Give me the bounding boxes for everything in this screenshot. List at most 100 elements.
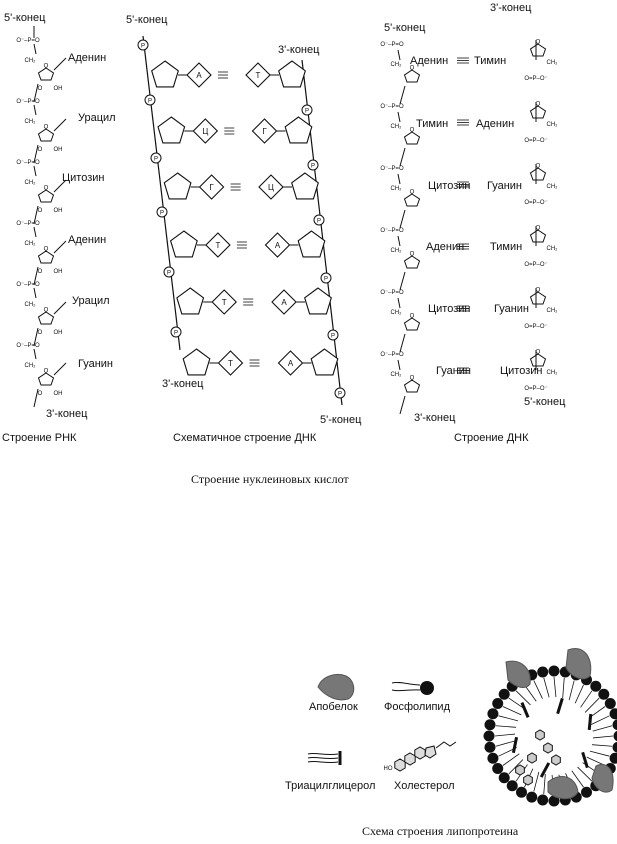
- dna-base-right: Цитозин: [500, 365, 543, 377]
- triacylglycerol-head: [587, 713, 593, 731]
- rna-caption: Строение РНК: [2, 432, 77, 444]
- apoprotein-label: Апобелок: [309, 701, 358, 713]
- hydroxyl-label: HO: [384, 766, 393, 772]
- backbone-line: [33, 144, 39, 164]
- ring-oxygen-label: O: [44, 125, 49, 131]
- ribose-ring: [403, 379, 421, 393]
- phospholipid-tail: [495, 725, 517, 728]
- base-letter: Г: [209, 183, 214, 192]
- ch2-label: CH₂: [391, 248, 403, 254]
- phospholipid-head: [484, 741, 496, 753]
- ch2-label: CH₂: [391, 310, 403, 316]
- sugar-pentagon: [182, 348, 211, 376]
- dna-structure: O⁻–P=OCH₂OOCH₂O=P–O⁻O⁻–P=OCH₂OOCH₂O=P–O⁻…: [380, 40, 558, 415]
- backbone-line: [33, 205, 39, 225]
- sugar-pentagon: [291, 172, 319, 200]
- ring-oxygen-label: O: [536, 350, 541, 356]
- sugar-pentagon: [163, 172, 192, 200]
- rna-base-label: Урацил: [72, 295, 110, 307]
- phospholipid-head: [492, 698, 504, 709]
- cholesterol-ring: [535, 729, 545, 741]
- phosphate-group: O=P–O⁻: [524, 76, 547, 82]
- ch2-label: CH₂: [547, 246, 559, 252]
- apoprotein-shape: [591, 764, 614, 793]
- ring-oxygen-label: O: [410, 128, 415, 134]
- triacylglycerol-head: [511, 736, 519, 754]
- apoprotein-shape: [317, 673, 355, 701]
- base-bond: [53, 240, 67, 254]
- phospholipid-head: [487, 708, 499, 720]
- base-diamond: [211, 289, 237, 315]
- dna-right-3-end: 3'-конец: [490, 2, 532, 14]
- base-letter: Ц: [202, 127, 208, 136]
- ribose-ring: [403, 317, 421, 331]
- phosphate-symbol: P: [311, 164, 315, 170]
- phosphate-group: O⁻–P=O: [16, 38, 40, 44]
- base-letter: Ц: [268, 183, 274, 192]
- phospholipid-tail: [543, 677, 550, 698]
- rna-base-label: Цитозин: [62, 172, 105, 184]
- phospholipid-head: [506, 780, 518, 792]
- base-letter: Т: [228, 359, 233, 368]
- oxygen-label: O: [38, 147, 43, 153]
- oxygen-label: O: [38, 86, 43, 92]
- phospholipid-head: [492, 763, 504, 774]
- backbone-line: [33, 348, 37, 360]
- ring-oxygen-label: O: [410, 314, 415, 320]
- base-diamond: [258, 174, 284, 200]
- base-bond: [53, 118, 67, 132]
- ribose-ring: [403, 131, 421, 145]
- phosphate-group: O⁻–P=O: [380, 290, 404, 296]
- ch2-label: CH₂: [547, 122, 559, 128]
- phospholipid-tail: [592, 735, 614, 739]
- ch2-label: CH₂: [391, 62, 403, 68]
- ribose-ring: [529, 167, 547, 181]
- phospholipid-head: [483, 730, 495, 742]
- ch2-label: CH₂: [25, 119, 37, 125]
- ring-oxygen-label: O: [44, 308, 49, 314]
- phospholipid-head: [609, 752, 617, 764]
- phospholipid-head: [604, 698, 616, 709]
- sugar-pentagon: [151, 60, 179, 88]
- phospholipid-head: [609, 708, 617, 720]
- phosphate-circle: [307, 159, 319, 171]
- left-backbone: [142, 35, 181, 351]
- phospholipid-head: [590, 680, 602, 692]
- phosphate-group: O⁻–P=O: [16, 99, 40, 105]
- phosphate-circle: [156, 206, 168, 218]
- phospholipid-head: [498, 772, 510, 784]
- phosphate-circle: [320, 272, 332, 284]
- sugar-pentagon: [284, 116, 313, 144]
- schematic-right-5-end: 5'-конец: [320, 414, 362, 426]
- hydroxyl-label: OH: [54, 208, 63, 214]
- ribose-ring: [529, 291, 547, 305]
- phosphate-symbol: P: [154, 157, 158, 163]
- cholesterol-label: Холестерол: [394, 780, 455, 792]
- ribose-ring: [37, 67, 55, 81]
- dna-base-right: Гуанин: [494, 303, 530, 315]
- backbone-line: [399, 209, 406, 229]
- phosphate-group: O=P–O⁻: [524, 386, 547, 392]
- phospholipid-tail: [533, 680, 543, 699]
- ribose-ring: [37, 189, 55, 203]
- cholesterol-ring: [394, 758, 406, 772]
- ribose-ring: [37, 311, 55, 325]
- base-letter: А: [281, 298, 287, 307]
- phosphate-group: O=P–O⁻: [524, 138, 547, 144]
- cholesterol-side-chain: [435, 741, 457, 749]
- phospholipid-head: [537, 666, 549, 678]
- schematic-right-3-end: 3'-конец: [278, 44, 320, 56]
- base-letter: Т: [256, 71, 261, 80]
- sugar-pentagon: [176, 287, 205, 315]
- phosphate-symbol: P: [338, 392, 342, 398]
- base-letter: А: [275, 241, 281, 250]
- ring-oxygen-label: O: [410, 252, 415, 258]
- backbone-line: [397, 359, 401, 371]
- cholesterol-ring: [414, 746, 426, 760]
- backbone-line: [397, 235, 401, 247]
- phospholipid-head: [548, 665, 560, 677]
- ribose-ring: [37, 128, 55, 142]
- cholesterol-ring: [523, 774, 533, 786]
- phosphate-group: O⁻–P=O: [16, 282, 40, 288]
